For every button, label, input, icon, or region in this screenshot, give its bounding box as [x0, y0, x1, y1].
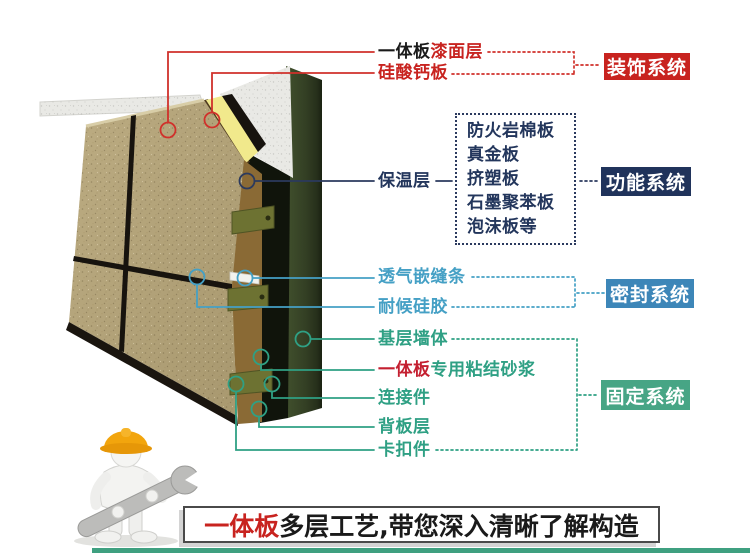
label-back-board: 背板层 — [378, 417, 431, 437]
caption-box: 一体板多层工艺,带您深入清晰了解构造 — [183, 506, 660, 543]
label-mortar-suffix: 专用粘结砂浆 — [430, 360, 536, 380]
bottom-green-bar — [92, 548, 750, 553]
system-box-fixing: 固定系统 — [601, 380, 690, 410]
back-board-top-edge — [222, 94, 266, 152]
insulation-option: 挤塑板 — [467, 168, 520, 189]
label-mortar: 一体板专用粘结砂浆 — [378, 359, 536, 381]
base-wall-face — [286, 66, 322, 418]
insulation-option: 泡沫板等 — [467, 216, 537, 237]
insulation-option: 真金板 — [467, 144, 520, 165]
panel-bottom-edge — [66, 322, 238, 426]
wrench — [77, 461, 213, 538]
caption-highlight: 一体板 — [204, 511, 280, 541]
system-box-decoration: 装饰系统 — [604, 53, 690, 80]
caption-text: 多层工艺,带您深入清晰了解构造 — [279, 511, 639, 541]
label-paint-prefix: 一体板 — [378, 42, 431, 62]
label-paint-suffix: 漆面层 — [430, 42, 483, 62]
label-paint-layer: 一体板漆面层 — [378, 41, 483, 63]
panel-vertical-joint — [119, 115, 136, 352]
worker-figure — [74, 428, 213, 547]
label-clip: 卡扣件 — [378, 440, 431, 460]
insulation-option: 防火岩棉板 — [467, 120, 555, 141]
insulation-option: 石墨聚苯板 — [467, 192, 555, 213]
leader-lines — [159, 51, 605, 451]
label-connector: 连接件 — [378, 388, 431, 408]
hard-hat-icon — [100, 428, 152, 454]
label-silicate-board: 硅酸钙板 — [378, 63, 448, 83]
label-vent-strip: 透气嵌缝条 — [378, 267, 466, 287]
decorative-panel-texture — [69, 100, 244, 416]
label-silicone: 耐候硅胶 — [378, 297, 448, 317]
panel-horizontal-joint — [73, 256, 232, 290]
label-insulation-layer: 保温层 — [378, 171, 431, 191]
white-board-wedge-texture — [220, 66, 293, 178]
system-box-sealing: 密封系统 — [606, 279, 694, 308]
label-base-wall: 基层墙体 — [378, 329, 448, 349]
system-box-function: 功能系统 — [601, 167, 691, 196]
panel-top-edge-highlight — [85, 98, 205, 128]
insulation-yellow-band — [206, 96, 260, 163]
connectors — [227, 205, 275, 396]
insulation-options-box: 防火岩棉板 真金板 挤塑板 石墨聚苯板 泡沫板等 — [455, 113, 576, 245]
label-mortar-prefix: 一体板 — [378, 360, 431, 380]
